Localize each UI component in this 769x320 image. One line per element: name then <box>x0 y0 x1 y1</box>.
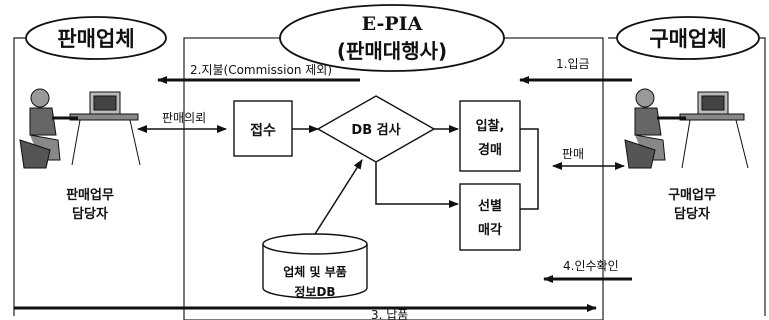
sales-request-label: 판매의뢰 <box>162 111 206 125</box>
db-check-label: DB 검사 <box>351 122 400 138</box>
seller-header: 판매업체 <box>25 16 167 60</box>
bid-box <box>459 100 521 172</box>
deposit-label: 1.입금 <box>556 57 590 71</box>
buyer-header: 구매업체 <box>616 16 760 60</box>
payment-label: 2.지불(Commission 제외) <box>190 63 332 77</box>
select-box <box>459 183 521 251</box>
agency-subtitle: (판매대행사) <box>337 39 447 63</box>
receipt-box <box>233 100 293 157</box>
delivery-label: 3. 납품 <box>371 308 408 320</box>
agency-title: E-PIA <box>362 13 423 35</box>
buyer-person-line2: 담당자 <box>674 206 710 222</box>
seller-person-line1: 판매업무 <box>66 187 114 203</box>
select-label-line1: 선별 <box>478 198 502 214</box>
outcome-bracket <box>520 128 539 210</box>
buyer-title: 구매업체 <box>649 27 726 51</box>
seller-frame <box>13 37 160 316</box>
acceptance-label: 4.인수확인 <box>563 259 619 273</box>
dbcheck-to-select-arrow <box>375 162 459 208</box>
seller-person-line2: 담당자 <box>72 206 108 222</box>
receipt-label: 접수 <box>250 123 276 139</box>
bid-label-line2: 경매 <box>478 142 502 158</box>
db-label-line1: 업체 및 부품 <box>283 264 347 279</box>
select-label-line2: 매각 <box>478 223 502 238</box>
buyer-person-line1: 구매업무 <box>668 188 716 203</box>
bid-label-line1: 입찰, <box>476 118 505 134</box>
agency-header: E-PIA (판매대행사) <box>279 4 505 72</box>
company-parts-db-cylinder <box>262 233 368 299</box>
db-to-dbcheck-arrow <box>314 159 363 235</box>
db-label-line2: 정보DB <box>294 284 335 299</box>
sale-label: 판매 <box>562 147 584 161</box>
seller-worker-icon <box>19 88 141 169</box>
seller-title: 판매업체 <box>57 27 134 51</box>
buyer-worker-icon <box>624 88 749 169</box>
